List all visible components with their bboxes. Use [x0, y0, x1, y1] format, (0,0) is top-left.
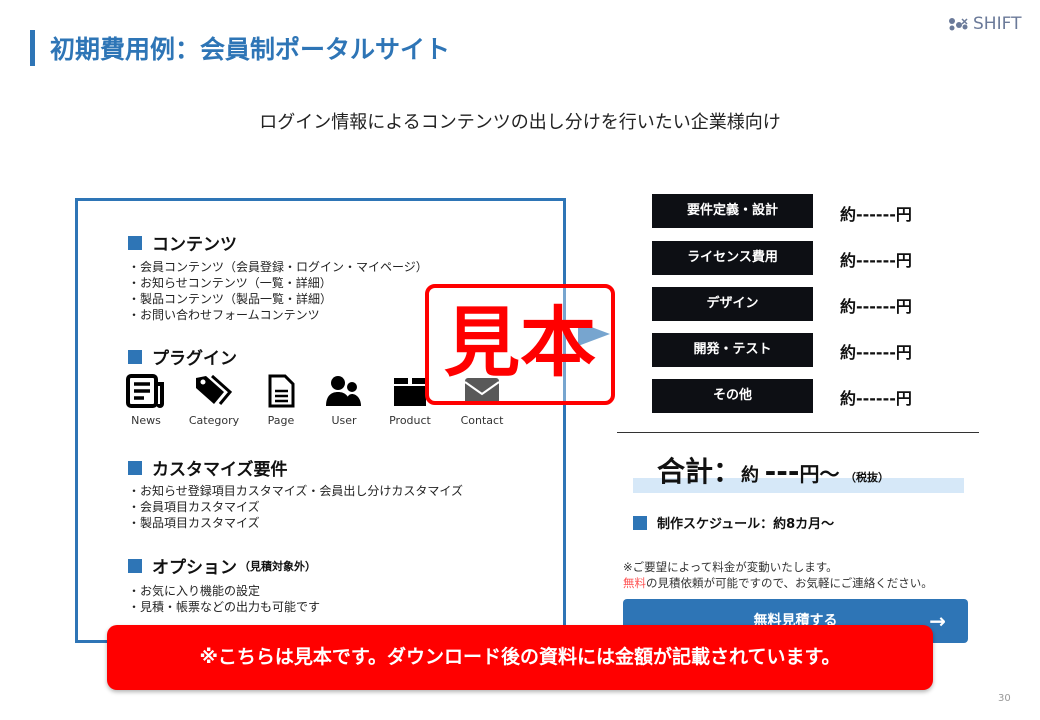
list-item: ・お問い合わせフォームコンテンツ: [128, 308, 320, 322]
cost-label: デザイン: [652, 287, 813, 321]
schedule: 制作スケジュール：約8カ月～: [633, 513, 834, 532]
cost-label: その他: [652, 379, 813, 413]
shift-logo: SHIFT: [948, 14, 1021, 34]
box-icon: [394, 378, 426, 406]
total: 合計：約 ---円～ （税抜）: [657, 450, 889, 490]
plugin-page: Page: [251, 374, 311, 427]
bullet-square-icon: [633, 515, 647, 530]
title-accent-bar: [30, 30, 35, 66]
option-list: ・お気に入り機能の設定 ・見積・帳票などの出力も可能です: [128, 583, 320, 615]
users-icon: [326, 376, 361, 406]
heading-text: プラグイン: [152, 349, 237, 369]
list-item: ・会員項目カスタマイズ: [128, 500, 260, 514]
total-highlight: [633, 478, 964, 493]
plugins-heading: プラグイン: [128, 344, 237, 369]
plugin-label: Contact: [460, 414, 504, 427]
bullet-square-icon: [128, 349, 142, 364]
custom-heading: カスタマイズ要件: [128, 455, 288, 480]
contents-heading: コンテンツ: [128, 230, 237, 255]
subtitle: ログイン情報によるコンテンツの出し分けを行いたい企業様向け: [259, 112, 781, 133]
total-approx: 約: [741, 465, 760, 486]
note-free: 無料: [623, 576, 646, 590]
cost-price: 約------円: [840, 251, 912, 270]
list-item: ・見積・帳票などの出力も可能です: [128, 600, 321, 614]
plugin-product: Product: [380, 374, 440, 427]
custom-list: ・お知らせ登録項目カスタマイズ・会員出し分けカスタマイズ ・会員項目カスタマイズ…: [128, 483, 463, 531]
list-item: ・製品項目カスタマイズ: [128, 516, 260, 530]
list-item: ・会員コンテンツ（会員登録・ログイン・マイページ）: [128, 260, 428, 274]
cost-price: 約------円: [840, 205, 912, 224]
bullet-square-icon: [128, 235, 142, 250]
list-item: ・お知らせコンテンツ（一覧・詳細）: [128, 276, 332, 290]
option-heading: オプション（見積対象外）: [128, 553, 316, 578]
list-item: ・製品コンテンツ（製品一覧・詳細）: [128, 292, 333, 306]
plugin-label: User: [331, 414, 357, 427]
contents-list: ・会員コンテンツ（会員登録・ログイン・マイページ） ・お知らせコンテンツ（一覧・…: [128, 259, 428, 323]
page-title: 初期費用例：会員制ポータルサイト: [50, 35, 451, 64]
envelope-icon: [464, 378, 500, 404]
document-icon: [268, 374, 295, 408]
plugin-label: Category: [188, 414, 240, 427]
total-unit: 円～: [799, 462, 840, 486]
arrow-right-icon: [578, 322, 610, 346]
heading-text: オプション: [152, 558, 237, 578]
bullet-square-icon: [128, 460, 142, 475]
plugin-user: User: [314, 374, 374, 427]
plugin-label: News: [131, 414, 161, 427]
notes: ※ご要望によって料金が変動いたします。 無料の見積依頼が可能ですので、お気軽にご…: [623, 559, 933, 591]
cost-price: 約------円: [840, 343, 912, 362]
bullet-square-icon: [128, 558, 142, 573]
newspaper-icon: [126, 374, 164, 408]
option-note: （見積対象外）: [239, 559, 316, 573]
total-tax: （税抜）: [845, 471, 890, 484]
page-number: 30: [998, 693, 1011, 704]
plugin-label: Page: [267, 414, 295, 427]
heading-text: コンテンツ: [152, 235, 237, 255]
cost-price: 約------円: [840, 389, 912, 408]
list-item: ・お知らせ登録項目カスタマイズ・会員出し分けカスタマイズ: [128, 484, 464, 498]
plugin-category: Category: [184, 374, 244, 427]
total-value: ---: [764, 455, 800, 488]
plugin-label: Product: [389, 414, 431, 427]
logo-text: SHIFT: [973, 14, 1022, 34]
list-item: ・お気に入り機能の設定: [128, 584, 261, 598]
heading-text: カスタマイズ要件: [152, 460, 288, 480]
note-line: ※ご要望によって料金が変動いたします。: [623, 560, 838, 574]
sample-notice-banner: ※こちらは見本です。ダウンロード後の資料には金額が記載されています。: [107, 625, 933, 690]
plugin-contact: Contact: [452, 374, 512, 427]
cost-label: ライセンス費用: [652, 241, 813, 275]
tag-icon: [196, 374, 233, 405]
cost-label: 開発・テスト: [652, 333, 813, 367]
note-line: の見積依頼が可能ですので、お気軽にご連絡ください。: [646, 576, 933, 590]
plugin-news: News: [116, 374, 176, 427]
divider: [617, 432, 979, 433]
total-label: 合計：: [657, 455, 742, 488]
sample-stamp: 見本: [425, 284, 615, 405]
cost-label: 要件定義・設計: [652, 194, 813, 228]
cost-price: 約------円: [840, 297, 912, 316]
arrow-right-icon: →: [929, 609, 946, 633]
logo-icon: [949, 18, 968, 31]
schedule-text: 制作スケジュール：約8カ月～: [657, 517, 835, 532]
